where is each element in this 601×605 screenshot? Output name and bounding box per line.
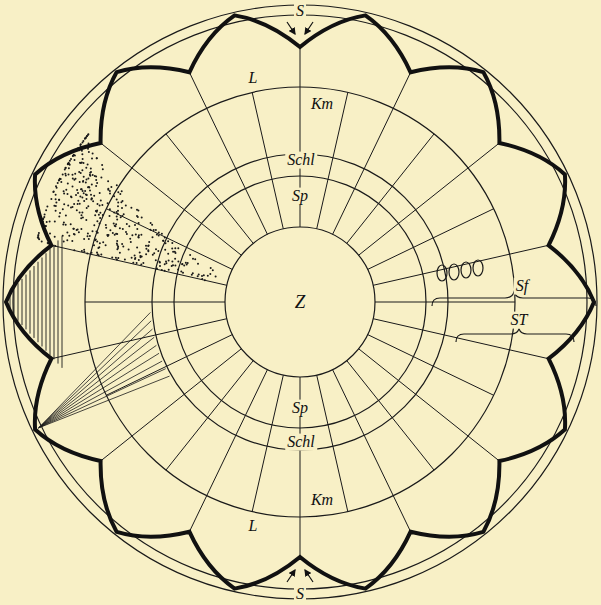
region-label: L [247,70,260,87]
region-label: S [294,3,306,20]
region-label: Z [293,292,308,312]
region-label: Schl [285,152,317,169]
region-label: Sp [290,400,310,417]
region-label: Sf [514,278,530,295]
region-label: Schl [285,434,317,451]
region-label: Km [309,492,335,509]
region-label: L [247,518,260,535]
region-label: Km [309,96,335,113]
region-label: ST [509,312,530,329]
region-label: Sp [290,188,310,205]
region-label: S [294,586,306,603]
